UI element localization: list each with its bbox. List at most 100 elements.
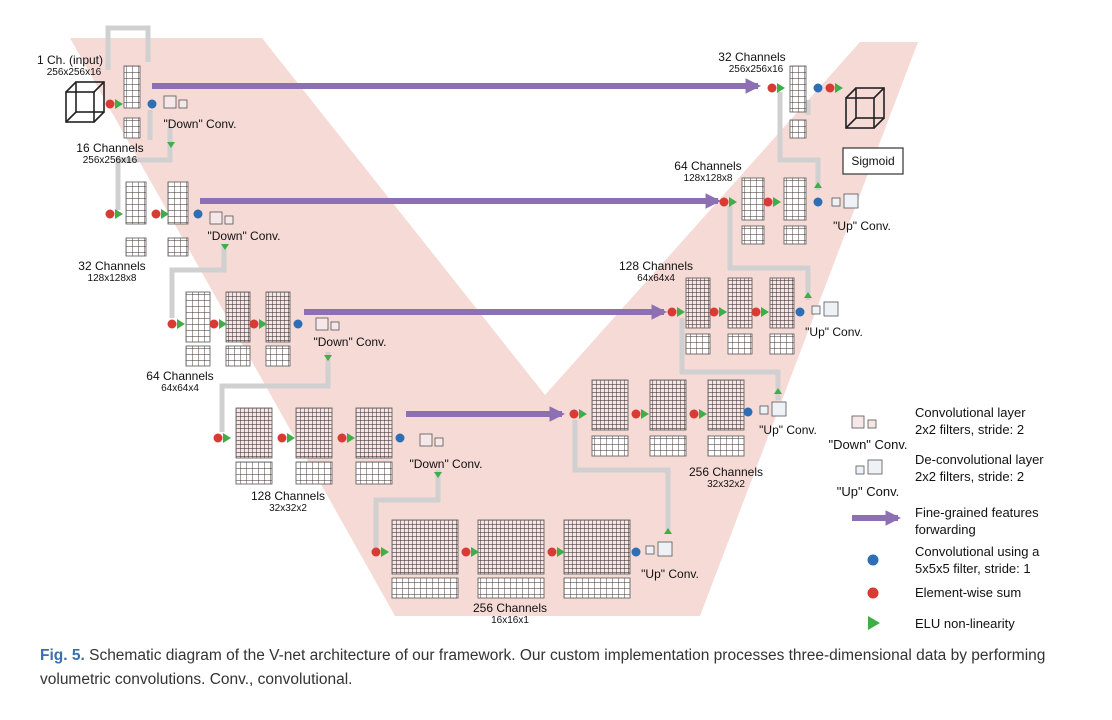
feature-block [235,407,273,459]
label-e2-dims: 128x128x8 [88,273,137,284]
figure-number: Fig. 5. [40,647,85,664]
feature-block [591,379,629,431]
feature-block [563,519,631,575]
element-sum-dots [105,83,835,557]
label-d1-channels: 32 Channels [718,50,785,64]
feature-block [225,345,251,367]
label-up-conv-4: "Up" Conv. [759,423,817,437]
legend-conv-line1: Convolutional layer [915,405,1026,420]
legend-elu-triangle [868,616,880,630]
label-d2-dims: 128x128x8 [684,173,733,184]
label-d2-channels: 64 Channels [674,159,741,173]
decoder-residual-paths [572,92,821,530]
feature-block [727,277,753,329]
feature-block [741,225,765,245]
up-conv-icons [645,193,859,557]
legend-deconv-icon [855,459,883,475]
down-conv-icon [209,211,223,225]
feature-forwarding-arrows [152,78,762,422]
feature-block [123,65,141,109]
legend-conv5-line2: 5x5x5 filter, stride: 1 [915,561,1031,576]
legend-deconv-line2: 2x2 filters, stride: 2 [915,469,1024,484]
sigmoid-label: Sigmoid [851,154,894,168]
label-e2-channels: 32 Channels [78,259,145,273]
elu-triangles [115,83,843,557]
feature-block [167,181,189,225]
label-d4-channels: 256 Channels [689,465,763,479]
label-e4-dims: 32x32x2 [269,503,307,514]
feature-block [685,277,711,329]
feature-block [707,435,745,457]
up-conv-icon [645,545,655,555]
down-conv-icon [163,95,177,109]
label-e1-dims: 256x256x16 [83,155,138,166]
feature-block [741,177,765,221]
down-conv-icon [315,317,329,331]
feature-block [769,333,795,355]
feature-block [727,333,753,355]
legend-forward-line2: forwarding [915,522,976,537]
v-funnel-background [70,38,918,616]
legend-deconv-line1: De-convolutional layer [915,452,1044,467]
label-bottom-dims: 16x16x1 [491,615,529,626]
label-e3-channels: 64 Channels [146,369,213,383]
feature-block [225,291,251,343]
feature-block [563,577,631,599]
feature-block [391,577,459,599]
conv5-dots [147,83,823,557]
label-e4-channels: 128 Channels [251,489,325,503]
legend-conv5-dot [867,554,879,566]
legend-conv5-line1: Convolutional using a [915,544,1040,559]
output-volume-cube [845,87,885,129]
label-e3-dims: 64x64x4 [161,383,199,394]
label-bottom-channels: 256 Channels [473,601,547,615]
label-down-conv-4: "Down" Conv. [410,457,483,471]
feature-block [355,407,393,459]
feature-block [391,519,459,575]
feature-block [167,237,189,257]
legend-sum-dot [867,587,879,599]
label-e1-channels: 16 Channels [76,141,143,155]
label-d1-dims: 256x256x16 [729,64,784,75]
feature-block [295,407,333,459]
input-volume-cube [65,81,105,123]
caption-text: Schematic diagram of the V-net architect… [40,647,1046,688]
legend-sum-label: Element-wise sum [915,585,1021,600]
down-conv-icon [419,433,433,447]
feature-block [789,65,807,113]
down-conv-icons [163,95,444,447]
feature-block [477,519,545,575]
up-conv-icon [759,405,769,415]
feature-block [707,379,745,431]
label-up-conv-2: "Up" Conv. [833,219,891,233]
feature-block [649,379,687,431]
label-d4-dims: 32x32x2 [707,479,745,490]
legend-deconv-icon-label: "Up" Conv. [837,484,899,499]
legend: "Down" Conv. Convolutional layer 2x2 fil… [828,405,1044,631]
feature-block [265,291,291,343]
feature-block [185,291,211,343]
feature-block [355,461,393,485]
feature-block [649,435,687,457]
label-input-dims: 256x256x16 [47,67,102,78]
feature-block [591,435,629,457]
feature-block [477,577,545,599]
legend-conv-icon [851,415,877,429]
feature-block [125,181,147,225]
feature-block [295,461,333,485]
feature-block [685,333,711,355]
feature-block [789,119,807,139]
feature-block [185,345,211,367]
label-up-conv-3: "Up" Conv. [805,325,863,339]
label-d3-channels: 128 Channels [619,259,693,273]
figure-caption: Fig. 5. Schematic diagram of the V-net a… [40,644,1080,692]
feature-block [123,117,141,139]
label-down-conv-3: "Down" Conv. [314,335,387,349]
feature-block [769,277,795,329]
feature-map-stacks [123,65,807,599]
legend-forward-line1: Fine-grained features [915,505,1039,520]
label-input-channels: 1 Ch. (input) [37,53,103,67]
encoder-residual-paths [105,25,441,548]
vnet-diagram: Sigmoid [37,25,1044,631]
feature-block [125,237,147,257]
